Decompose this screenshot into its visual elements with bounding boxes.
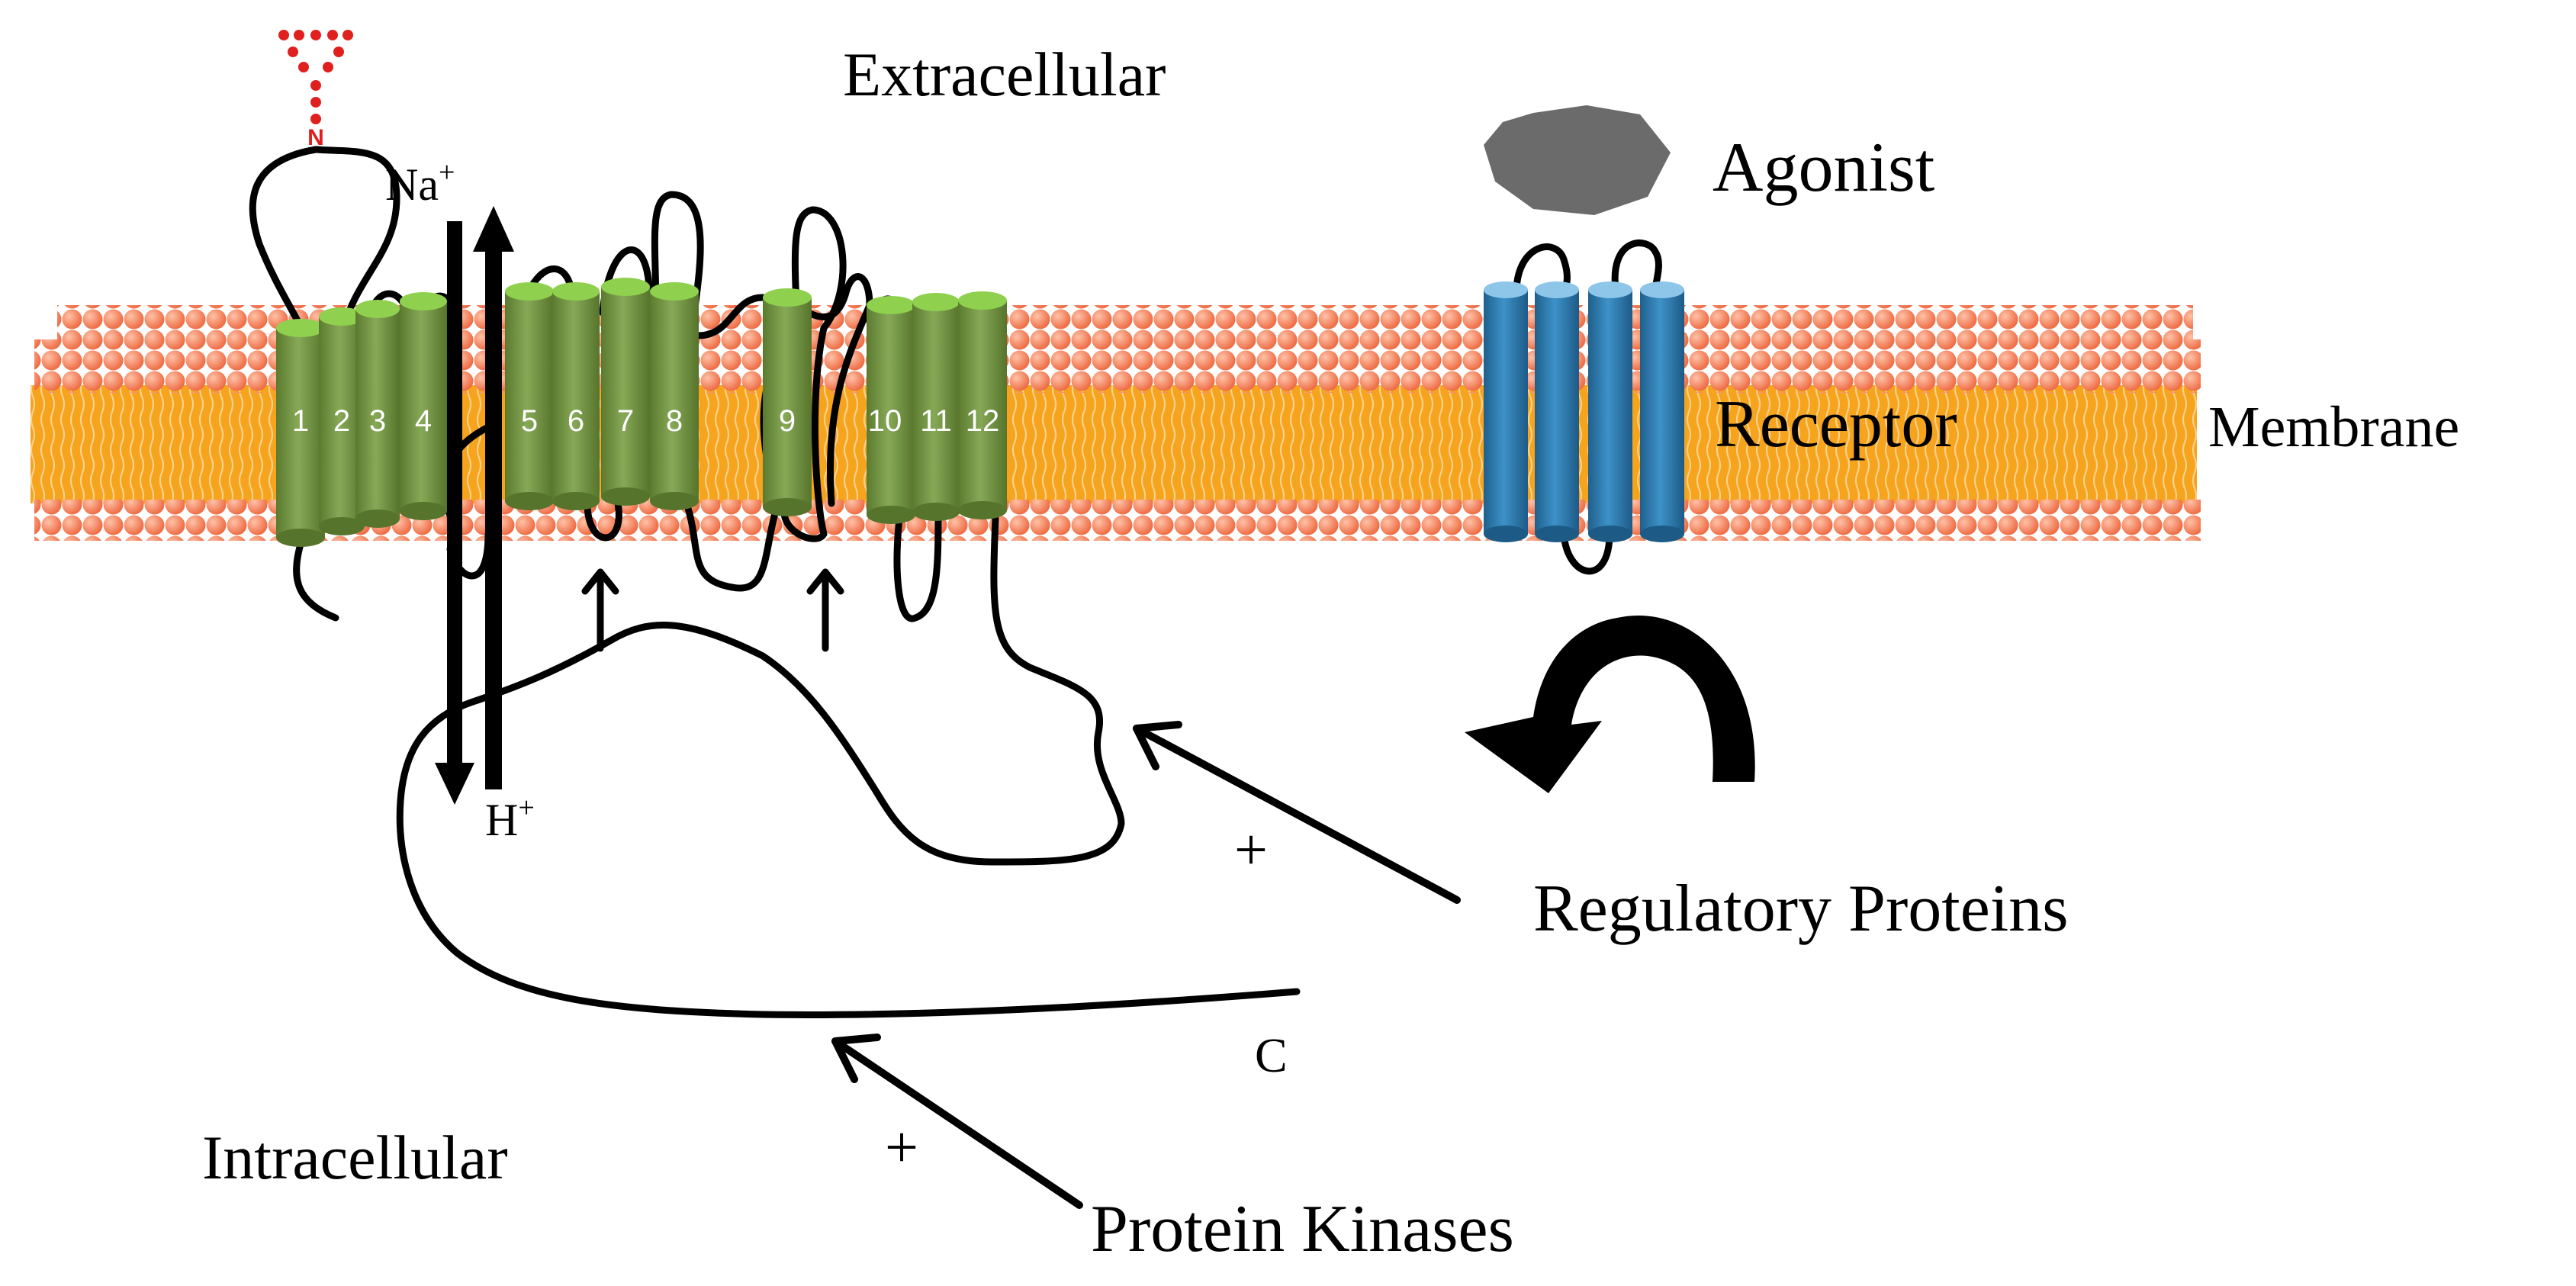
- tm-segment-number-1: 1: [292, 404, 309, 438]
- tm-helix-10: [867, 296, 915, 524]
- regulatory-plus-sign: +: [1234, 816, 1268, 883]
- extracellular-label: Extracellular: [843, 40, 1166, 109]
- tm-segment-number-7: 7: [617, 404, 634, 438]
- tm-segment-number-6: 6: [568, 404, 584, 438]
- receptor-helix-4: [1640, 281, 1684, 542]
- tm-helix-4: [400, 292, 447, 520]
- c-terminus-label: C: [1255, 1028, 1288, 1082]
- tm-helix-1: [276, 319, 325, 547]
- pointer-arrows: [831, 721, 1461, 1209]
- tm-segment-number-3: 3: [369, 404, 386, 438]
- tm-segment-number-10: 10: [868, 404, 902, 438]
- tm-helix-3: [355, 300, 400, 528]
- tm-helix-11: [912, 293, 960, 521]
- membrane-label: Membrane: [2208, 395, 2459, 459]
- tm-segment-number-2: 2: [333, 404, 350, 438]
- receptor-helix-2: [1535, 281, 1579, 542]
- tm-segment-number-11: 11: [920, 404, 952, 438]
- h-efflux-arrow: [473, 206, 514, 789]
- regulatory-proteins-label: Regulatory Proteins: [1533, 872, 2068, 946]
- receptor-label: Receptor: [1715, 387, 1957, 461]
- receptor-helix-1: [1484, 281, 1528, 542]
- tm-helix-7: [601, 278, 650, 506]
- loop-arrows: [581, 568, 844, 652]
- receptor: [1484, 240, 1684, 575]
- receptor-helix-3: [1588, 281, 1632, 542]
- tm-segment-number-5: 5: [521, 404, 538, 438]
- tm-segment-number-4: 4: [415, 404, 432, 438]
- signaling-curved-arrow: [1465, 615, 1755, 793]
- tm-helix-9: [763, 288, 812, 516]
- protein-kinases-label: Protein Kinases: [1091, 1192, 1514, 1266]
- ion-flux-arrows: Na+ H+: [385, 156, 535, 845]
- tm-segment-number-8: 8: [666, 404, 683, 438]
- n-terminus-label: N: [307, 125, 324, 150]
- kinase-plus-sign: +: [885, 1114, 918, 1180]
- intracellular-label: Intracellular: [202, 1123, 508, 1192]
- na-influx-arrow: [435, 221, 474, 805]
- agonist-label: Agonist: [1713, 128, 1935, 206]
- tm-helix-8: [650, 282, 699, 510]
- tm-segment-number-9: 9: [779, 404, 796, 438]
- na-ion-label: Na+: [385, 156, 455, 210]
- tm-segment-number-12: 12: [966, 404, 1000, 438]
- regulatory-proteins-arrow: [1133, 721, 1461, 904]
- tm-helix-6: [552, 282, 600, 510]
- protein-kinases-arrow: [831, 1034, 1083, 1209]
- glycan-tree: N: [278, 30, 353, 150]
- transporter-loops: [249, 146, 1301, 1018]
- tm-helix-12: [958, 291, 1007, 519]
- agonist-molecule: [1484, 105, 1671, 215]
- h-ion-label: H+: [485, 792, 535, 845]
- tm-helix-5: [505, 282, 554, 510]
